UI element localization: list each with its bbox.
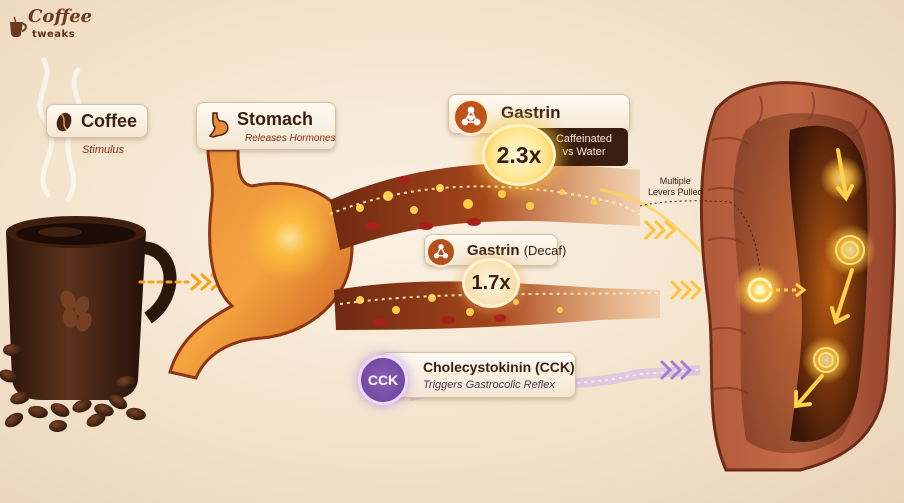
stomach-icon: [208, 112, 229, 138]
coffee-title: Coffee: [81, 111, 138, 131]
multiple-levers-annotation: Multiple Levers Pulled: [648, 176, 703, 198]
gastrin-decaf-name: Gastrin: [467, 242, 520, 259]
lever-lines: [639, 200, 761, 271]
arrow-coffee-to-stomach: [138, 273, 223, 291]
gastrin-caffeinated-multiplier: 2.3x: [482, 124, 556, 186]
coffee-subtitle: Stimulus: [82, 144, 125, 156]
note-line-vs-water: vs Water: [562, 146, 606, 158]
molecule-icon: [426, 237, 456, 267]
vessel-caffeinated: [329, 163, 714, 265]
gastrin-decaf-suffix: (Decaf): [523, 243, 567, 258]
annotation-line-1: Multiple: [659, 176, 691, 186]
coffee-bean-icon: [56, 112, 72, 132]
coffee-beans-pile: [0, 344, 146, 433]
coffee-label-card: Coffee: [46, 104, 148, 138]
coffee-cup-logo-icon: [10, 16, 27, 37]
logo-text-bottom: tweaks: [32, 29, 76, 40]
brand-logo[interactable]: Coffee tweaks: [6, 4, 92, 50]
molecule-icon: [452, 98, 490, 136]
note-line-caffeinated: Caffeinated: [555, 133, 613, 145]
multiplier-value-caffeinated: 2.3x: [496, 141, 542, 168]
cck-card: Cholecystokinin (CCK) Triggers Gastrocol…: [380, 352, 576, 398]
cck-badge: CCK: [358, 355, 408, 405]
gastrin-decaf-multiplier: 1.7x: [462, 258, 520, 308]
convergence-target-icon: [734, 264, 807, 316]
gastrin-decaf-title: Gastrin (Decaf): [467, 242, 566, 259]
cck-badge-text: CCK: [367, 372, 399, 388]
cck-subtitle: Triggers Gastrocolic Reflex: [423, 379, 555, 391]
logo-text-top: Coffee: [28, 6, 93, 27]
stomach-organ: [168, 148, 354, 380]
multiplier-value-decaf: 1.7x: [471, 271, 511, 294]
colon-organ: [699, 81, 896, 472]
stomach-title: Stomach: [237, 109, 314, 129]
stomach-label-card: Stomach Releases Hormones: [196, 102, 336, 150]
coffee-cup: [6, 216, 177, 400]
gastrin-caffeinated-title: Gastrin: [501, 103, 561, 122]
annotation-line-2: Levers Pulled: [648, 187, 703, 197]
cck-title: Cholecystokinin (CCK): [423, 359, 575, 375]
stomach-subtitle: Releases Hormones: [245, 133, 336, 144]
